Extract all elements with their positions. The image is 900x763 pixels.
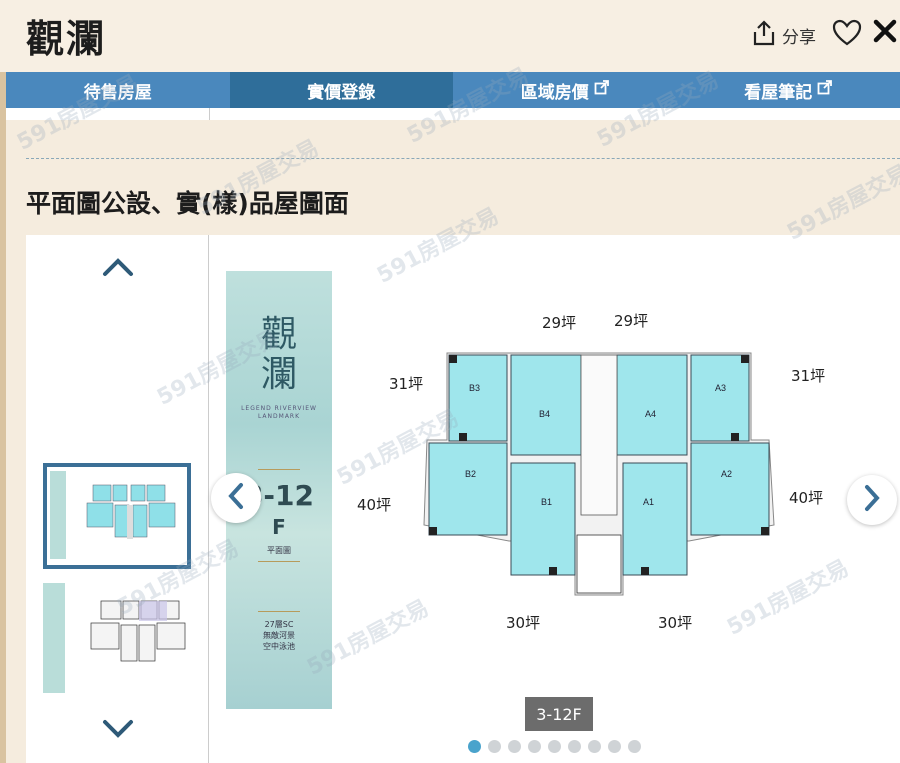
header-bar: 觀瀾 分享: [0, 0, 900, 72]
section-title: 平面圖公設、實(樣)品屋圖面: [26, 189, 349, 218]
panel-title: 觀瀾: [260, 314, 297, 395]
panel-floor-suffix: F: [272, 515, 286, 539]
previous-slide-button[interactable]: [211, 473, 261, 523]
floorplan-drawing: B3 B4 A4 A3 B2 B1 A1 A2: [423, 352, 775, 596]
chevron-right-icon: [863, 484, 881, 516]
tab-actual-price[interactable]: 實價登錄: [229, 72, 453, 108]
panel-info-line: 27層SC: [264, 620, 294, 629]
area-label: 29坪: [542, 314, 577, 332]
thumbnail-floorplan-2[interactable]: [43, 583, 191, 693]
share-button[interactable]: 分享: [752, 20, 816, 51]
brochure-side-panel: 觀瀾 LEGEND RIVERVIEW LANDMARK 3-12 F 平面圖 …: [226, 271, 332, 709]
slide-pagination: [468, 740, 641, 753]
unit-label: B2: [465, 469, 476, 479]
next-slide-button[interactable]: [847, 475, 897, 525]
thumbnail-column: [26, 235, 209, 763]
tab-area-price[interactable]: 區域房價: [453, 72, 677, 108]
panel-info-line: 無敵河景: [263, 631, 295, 640]
pagination-dot[interactable]: [588, 740, 601, 753]
section-divider: [26, 158, 900, 159]
panel-subtitle: 平面圖: [267, 546, 291, 555]
watermark: 591房屋交易: [783, 160, 900, 246]
external-link-icon: [817, 80, 833, 100]
unit-label: B3: [469, 383, 480, 393]
pagination-dot[interactable]: [548, 740, 561, 753]
pagination-dot[interactable]: [528, 740, 541, 753]
area-label: 31坪: [791, 367, 826, 385]
unit-label: A3: [715, 383, 726, 393]
close-icon[interactable]: [872, 18, 898, 48]
tab-label: 區域房價: [520, 82, 589, 103]
tab-for-sale[interactable]: 待售房屋: [6, 72, 230, 108]
slide-viewer: 觀瀾 LEGEND RIVERVIEW LANDMARK 3-12 F 平面圖 …: [209, 235, 900, 763]
panel-info: 27層SC 無敵河景 空中泳池: [226, 619, 332, 652]
thumbnail-floorplan-selected[interactable]: [43, 463, 191, 569]
area-label: 40坪: [789, 489, 824, 507]
pagination-dot[interactable]: [628, 740, 641, 753]
share-label: 分享: [782, 28, 816, 48]
floorplan-gallery: 觀瀾 LEGEND RIVERVIEW LANDMARK 3-12 F 平面圖 …: [26, 235, 900, 763]
tab-label: 待售房屋: [83, 82, 152, 103]
area-label: 31坪: [389, 375, 424, 393]
pagination-dot[interactable]: [568, 740, 581, 753]
slide-caption: 3-12F: [525, 697, 593, 731]
content-stub: [6, 108, 900, 120]
pagination-dot[interactable]: [468, 740, 481, 753]
area-label: 30坪: [506, 614, 541, 632]
panel-divider: [258, 561, 300, 562]
pagination-dot[interactable]: [608, 740, 621, 753]
left-edge-strip: [0, 72, 6, 763]
panel-divider: [258, 469, 300, 470]
nav-tabs: 待售房屋 實價登錄 區域房價 看屋筆記: [6, 72, 900, 108]
panel-info-line: 空中泳池: [263, 642, 295, 651]
chevron-left-icon: [227, 482, 245, 514]
panel-divider: [258, 611, 300, 612]
share-icon: [752, 20, 776, 51]
thumbnails-up-chevron-icon[interactable]: [102, 257, 134, 281]
area-label: 40坪: [357, 496, 392, 514]
favorite-heart-icon[interactable]: [832, 19, 862, 51]
unit-label: B1: [541, 497, 552, 507]
pagination-dot[interactable]: [488, 740, 501, 753]
panel-tagline: LEGEND RIVERVIEW LANDMARK: [241, 405, 317, 420]
pagination-dot[interactable]: [508, 740, 521, 753]
unit-label: B4: [539, 409, 550, 419]
external-link-icon: [594, 80, 609, 100]
tab-label: 看屋筆記: [744, 82, 813, 103]
unit-label: A2: [721, 469, 732, 479]
tab-label: 實價登錄: [307, 82, 376, 103]
thumbnails-down-chevron-icon[interactable]: [102, 719, 134, 743]
unit-label: A1: [643, 497, 654, 507]
area-label: 29坪: [614, 312, 649, 330]
page-title: 觀瀾: [26, 17, 107, 61]
unit-label: A4: [645, 409, 656, 419]
area-label: 30坪: [658, 614, 693, 632]
tab-viewing-notes[interactable]: 看屋筆記: [677, 72, 900, 108]
